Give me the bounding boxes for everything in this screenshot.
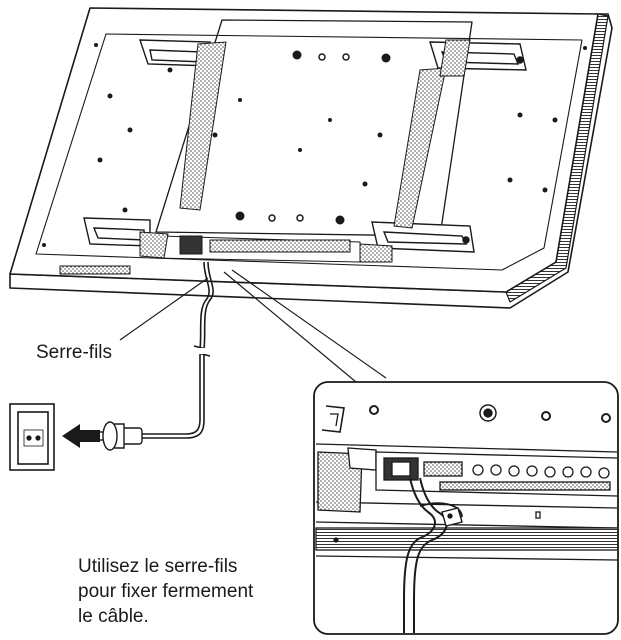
monitor-back-panel: [9, 7, 613, 309]
instruction-text: Utilisez le serre-fils pour fixer fermem…: [78, 554, 308, 629]
cable-clamp-label: Serre-fils: [36, 342, 113, 363]
mounting-holes: [42, 43, 587, 247]
instruction-line: le câble.: [78, 606, 149, 627]
left-arrow-icon: [62, 424, 100, 448]
instruction-line: pour fixer fermement: [78, 581, 254, 602]
instruction-line: Utilisez le serre-fils: [78, 556, 238, 577]
power-plug-icon: [96, 421, 143, 451]
magnified-inset: [313, 381, 619, 635]
wall-outlet-icon: [9, 403, 55, 471]
terminal-strip: [59, 39, 471, 275]
leader-lines: [119, 269, 387, 383]
